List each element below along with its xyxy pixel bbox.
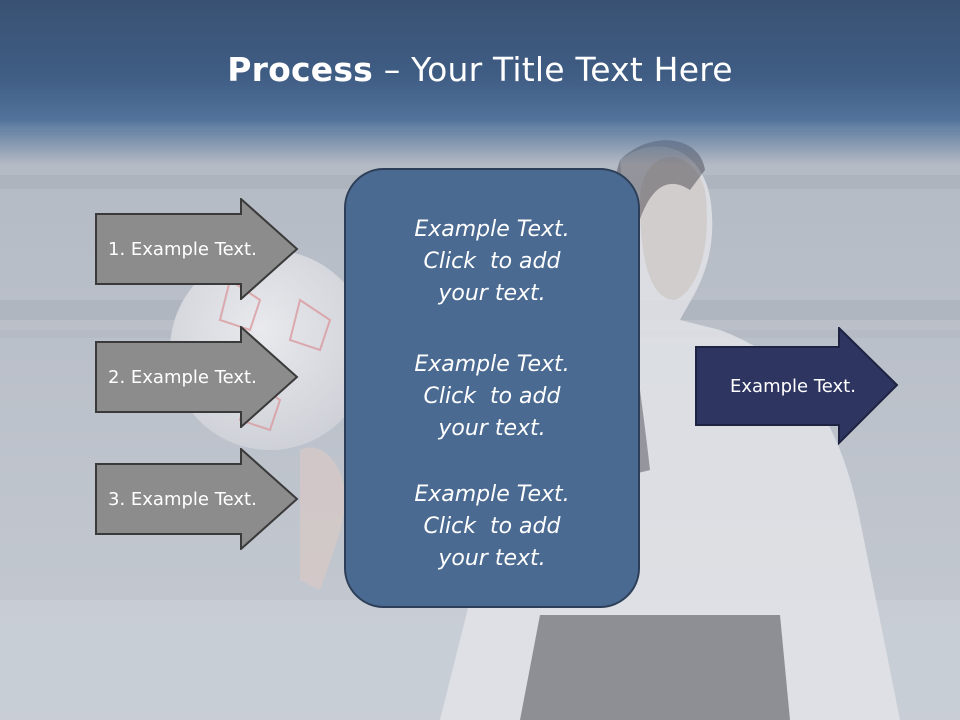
center-text-block-2: Example Text. Click to add your text. bbox=[346, 349, 638, 445]
block-line: Example Text. bbox=[414, 352, 570, 377]
block-line: your text. bbox=[438, 281, 546, 306]
left-arrow-label-3: 3. Example Text. bbox=[108, 488, 257, 510]
center-panel: Example Text. Click to add your text. Ex… bbox=[344, 168, 640, 608]
title-rest: – Your Title Text Here bbox=[373, 50, 733, 89]
right-arrow-label: Example Text. bbox=[730, 375, 856, 397]
title-bold: Process bbox=[227, 50, 374, 89]
right-arrow: Example Text. bbox=[695, 327, 899, 445]
block-line: your text. bbox=[438, 416, 546, 441]
slide-title: Process – Your Title Text Here bbox=[0, 50, 960, 89]
arrow-shape-1 bbox=[95, 198, 299, 300]
block-line: Click to add bbox=[423, 249, 561, 274]
left-arrow-3: 3. Example Text. bbox=[95, 448, 299, 550]
arrow-shape-3 bbox=[95, 448, 299, 550]
left-arrow-label-2: 2. Example Text. bbox=[108, 366, 257, 388]
left-arrow-label-1: 1. Example Text. bbox=[108, 238, 257, 260]
left-arrow-1: 1. Example Text. bbox=[95, 198, 299, 300]
block-line: Click to add bbox=[423, 384, 561, 409]
block-line: Click to add bbox=[423, 514, 561, 539]
block-line: your text. bbox=[438, 546, 546, 571]
center-text-block-3: Example Text. Click to add your text. bbox=[346, 479, 638, 575]
right-arrow-shape bbox=[695, 327, 899, 445]
block-line: Example Text. bbox=[414, 482, 570, 507]
header-band bbox=[0, 0, 960, 165]
center-text-block-1: Example Text. Click to add your text. bbox=[346, 214, 638, 310]
left-arrow-2: 2. Example Text. bbox=[95, 326, 299, 428]
block-line: Example Text. bbox=[414, 217, 570, 242]
arrow-shape-2 bbox=[95, 326, 299, 428]
